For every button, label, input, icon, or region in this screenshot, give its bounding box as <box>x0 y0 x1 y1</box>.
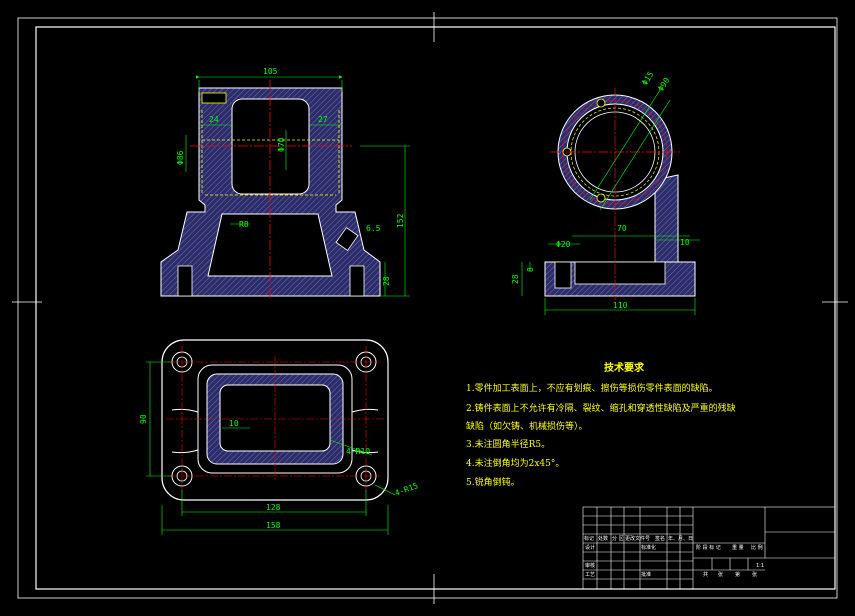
outer-border <box>17 17 838 599</box>
note-3: 3.未注圆角半径R5。 <box>466 438 550 450</box>
top-base-plate <box>161 339 389 501</box>
svg-text:设计: 设计 <box>585 544 595 551</box>
note-2-cont: 缺陷（如欠铸、机械损伤等）。 <box>466 420 588 432</box>
dim-wall: 10 <box>229 419 239 428</box>
top-view: 90 10 4-R10 128 158 4-R15 <box>139 339 420 535</box>
dim-corner: 4-R15 <box>394 481 420 498</box>
dim-overall-width: 105 <box>263 67 278 76</box>
dim-boss-dia: Φ20 <box>556 240 571 249</box>
dim-height-left: Φ86 <box>176 150 185 165</box>
dim-depth: 90 <box>139 414 148 424</box>
svg-text:分 区: 分 区 <box>612 535 624 542</box>
dim-radius: R8 <box>239 220 249 229</box>
svg-text:年、月、日: 年、月、日 <box>668 535 693 542</box>
svg-text:比 例: 比 例 <box>751 544 763 551</box>
dim-base-width: 110 <box>613 301 628 310</box>
front-view: 105 24 27 Φ70 Φ86 R8 152 28 6.5 <box>160 67 410 300</box>
title-block-text: 标记 处数 分 区 更改文件号 签名 年、月、日 设计 标准化 阶 段 标 记 … <box>584 535 764 578</box>
dim-rib: 10 <box>680 238 690 247</box>
svg-text:标准化: 标准化 <box>641 544 656 551</box>
svg-text:批准: 批准 <box>641 571 651 578</box>
note-1: 1.零件加工表面上，不应有划痕、擦伤等损伤零件表面的缺陷。 <box>466 382 718 394</box>
svg-text:共: 共 <box>703 571 708 578</box>
note-5: 5.锐角倒钝。 <box>466 476 520 488</box>
front-bore <box>231 98 310 195</box>
svg-text:工艺: 工艺 <box>585 572 595 578</box>
dim-left-wall: 24 <box>209 115 219 124</box>
side-view: Φ15 Φ90 Φ20 70 10 28 8 110 <box>511 70 700 315</box>
svg-text:签名: 签名 <box>655 535 665 542</box>
dim-center-offset: 70 <box>617 224 627 233</box>
svg-text:张: 张 <box>752 571 757 578</box>
dim-right-wall: 27 <box>318 115 328 124</box>
dim-base-h2: 8 <box>526 267 535 272</box>
technical-notes: 技术要求 1.零件加工表面上，不应有划痕、擦伤等损伤零件表面的缺陷。 2.铸件表… <box>466 361 736 488</box>
dim-base-h1: 28 <box>511 274 520 284</box>
dim-hole-dia: Φ15 <box>640 70 656 87</box>
scale-value: 1:1 <box>756 563 764 569</box>
dim-total-height: 152 <box>396 213 405 228</box>
note-2: 2.铸件表面上不允许有冷隔、裂纹、缩孔和穿透性缺陷及严重的残缺 <box>466 402 736 414</box>
svg-text:张: 张 <box>718 571 723 578</box>
svg-text:审核: 审核 <box>585 562 595 569</box>
svg-text:处数: 处数 <box>598 535 608 542</box>
dim-outer-dia: Φ90 <box>656 76 672 93</box>
dim-overall-length: 158 <box>266 521 281 530</box>
note-4: 4.未注倒角均为2x45°。 <box>466 457 564 469</box>
dim-hole-center: 128 <box>266 503 281 512</box>
notes-title: 技术要求 <box>604 361 645 374</box>
svg-text:更改文件号: 更改文件号 <box>625 535 650 542</box>
svg-text:标记: 标记 <box>584 535 594 542</box>
svg-text:第: 第 <box>735 571 740 578</box>
title-block <box>582 506 836 590</box>
svg-text:阶 段 标 记: 阶 段 标 记 <box>696 544 721 551</box>
dim-fillet: 4-R10 <box>346 447 370 456</box>
dim-thread: 6.5 <box>366 224 381 233</box>
svg-text:重 量: 重 量 <box>732 544 744 551</box>
center-marks <box>12 12 848 604</box>
inner-border <box>35 26 836 590</box>
dim-bore: Φ70 <box>277 137 286 152</box>
dim-base-thickness: 28 <box>382 276 391 286</box>
